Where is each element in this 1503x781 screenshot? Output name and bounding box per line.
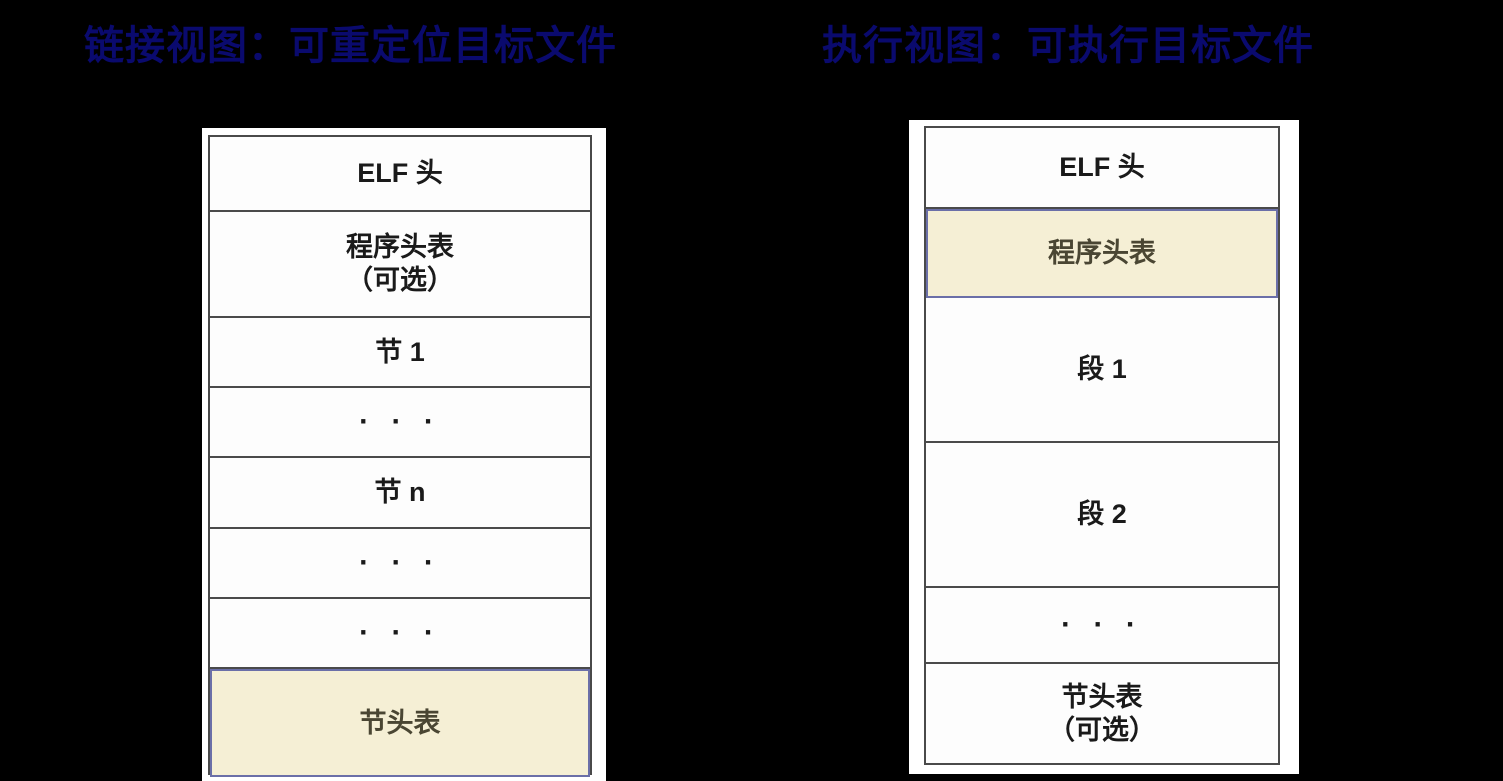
elf-row: 节 1 [210, 318, 590, 388]
elf-row: · · · [210, 388, 590, 458]
elf-row-label: 节头表 [1061, 681, 1143, 712]
elf-row-text: · · · [1061, 607, 1143, 644]
elf-row-text: 段 2 [1077, 498, 1127, 531]
elf-row-label: 节 n [374, 477, 426, 508]
elf-row: ELF 头 [210, 137, 590, 212]
relocatable-object-file-table: ELF 头程序头表（可选） 节 1 · · · 节 n · · · · · · 节头表 [208, 135, 592, 777]
elf-row: 程序头表（可选） [210, 212, 590, 318]
elf-row: · · · [926, 588, 1278, 664]
elf-row: · · · [210, 599, 590, 669]
elf-row: 节头表 [210, 669, 590, 777]
elf-row-label: 程序头表 [346, 232, 454, 263]
elf-row-label: · · · [359, 404, 441, 438]
elf-row-text: · · · [359, 615, 441, 652]
elf-row: ELF 头 [926, 128, 1278, 209]
elf-row-label: · · · [1061, 607, 1143, 641]
elf-row-text: 程序头表（可选） [346, 231, 454, 297]
elf-row-label: · · · [359, 615, 441, 649]
elf-row-label: ELF 头 [1059, 152, 1145, 183]
elf-row-text: 节头表（可选） [1048, 681, 1156, 747]
executable-object-file-table: ELF 头程序头表段 1 段 2 · · · 节头表（可选） [924, 126, 1280, 765]
right-view-title: 执行视图：可执行目标文件 [822, 24, 1314, 68]
elf-row: 程序头表 [926, 209, 1278, 298]
left-view-title: 链接视图：可重定位目标文件 [84, 24, 617, 68]
elf-row: · · · [210, 529, 590, 599]
elf-row-text: 段 1 [1077, 353, 1127, 386]
elf-row-label: 节头表 [359, 707, 441, 738]
elf-row: 段 2 [926, 443, 1278, 588]
elf-row-sublabel: （可选） [346, 265, 454, 295]
elf-row-label: 程序头表 [1048, 238, 1156, 269]
elf-row: 节头表（可选） [926, 664, 1278, 763]
elf-row-text: 程序头表 [1048, 237, 1156, 270]
elf-row-label: 段 1 [1077, 354, 1127, 385]
elf-row-sublabel: （可选） [1048, 714, 1156, 745]
elf-row-text: ELF 头 [357, 157, 443, 190]
elf-row-text: 节头表 [360, 707, 441, 740]
elf-row-text: · · · [359, 545, 441, 582]
elf-row-label: ELF 头 [357, 158, 443, 189]
elf-row-label: 段 2 [1077, 499, 1127, 530]
elf-row: 节 n [210, 458, 590, 529]
elf-row: 段 1 [926, 298, 1278, 443]
elf-row-label: · · · [359, 545, 441, 579]
elf-row-text: ELF 头 [1059, 151, 1145, 184]
elf-row-text: 节 n [375, 476, 426, 509]
elf-row-text: 节 1 [375, 336, 425, 369]
elf-row-text: · · · [359, 404, 441, 441]
elf-row-label: 节 1 [375, 336, 425, 367]
